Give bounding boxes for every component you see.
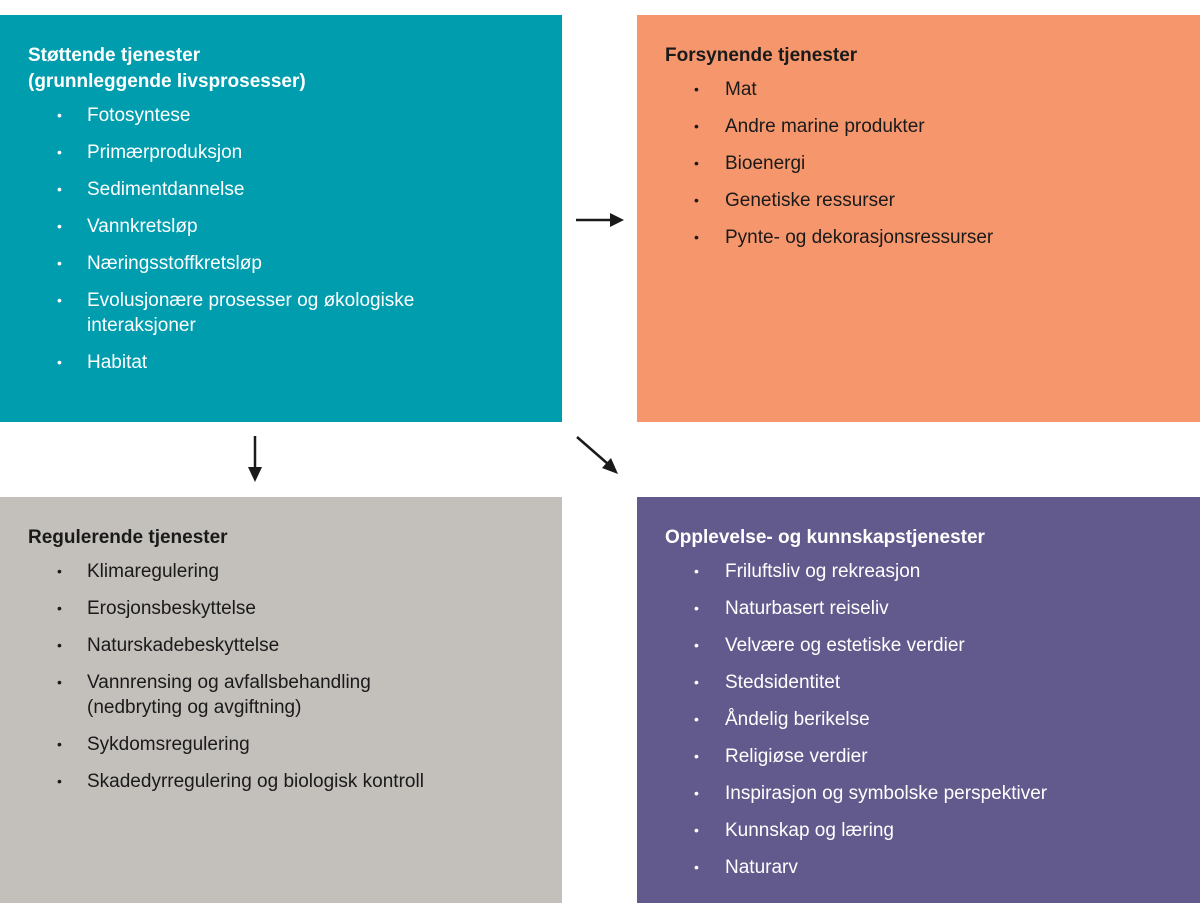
list-item: Erosjonsbeskyttelse [28,596,536,621]
list-item: Friluftsliv og rekreasjon [665,559,1174,584]
list-item: Naturskadebeskyttelse [28,633,536,658]
list-item: Naturarv [665,855,1174,880]
list-item: Sedimentdannelse [28,177,536,202]
arrow-down-icon [248,436,262,482]
regulating-services-box: Regulerende tjenester KlimareguleringEro… [0,497,562,903]
supporting-services-box: Støttende tjenester (grunnleggende livsp… [0,15,562,422]
list-item: Vannrensing og avfallsbehandling (nedbry… [28,670,536,720]
list-item: Klimaregulering [28,559,536,584]
list-item: Åndelig berikelse [665,707,1174,732]
list-item: Genetiske ressurser [665,188,1174,213]
provisioning-services-title: Forsynende tjenester [665,45,858,66]
cultural-services-box: Opplevelse- og kunnskapstjenester Friluf… [637,497,1200,903]
list-item: Stedsidentitet [665,670,1174,695]
list-item: Naturbasert reiseliv [665,596,1174,621]
provisioning-services-box: Forsynende tjenester MatAndre marine pro… [637,15,1200,422]
list-item: Pynte- og dekorasjonsressurser [665,225,1174,250]
cultural-services-list: Friluftsliv og rekreasjonNaturbasert rei… [665,559,1174,880]
list-item: Velvære og estetiske verdier [665,633,1174,658]
list-item: Andre marine produkter [665,114,1174,139]
list-item: Bioenergi [665,151,1174,176]
list-item: Vannkretsløp [28,214,536,239]
list-item: Mat [665,77,1174,102]
provisioning-services-list: MatAndre marine produkterBioenergiGeneti… [665,77,1174,250]
list-item: Sykdomsregulering [28,732,536,757]
list-item: Habitat [28,350,536,375]
list-item: Inspirasjon og symbolske perspektiver [665,781,1174,806]
arrow-right-icon [576,213,624,227]
list-item: Religiøse verdier [665,744,1174,769]
list-item: Næringsstoffkretsløp [28,251,536,276]
arrow-down-right-icon [576,436,618,474]
list-item: Fotosyntese [28,103,536,128]
cultural-services-title: Opplevelse- og kunnskapstjenester [665,527,985,548]
regulating-services-list: KlimareguleringErosjonsbeskyttelseNaturs… [28,559,536,794]
supporting-services-title: Støttende tjenester (grunnleggende livsp… [28,45,306,92]
supporting-services-list: FotosyntesePrimærproduksjonSedimentdanne… [28,103,536,375]
list-item: Primærproduksjon [28,140,536,165]
list-item: Evolusjonære prosesser og økologiske int… [28,288,536,338]
list-item: Kunnskap og læring [665,818,1174,843]
list-item: Skadedyrregulering og biologisk kontroll [28,769,536,794]
regulating-services-title: Regulerende tjenester [28,527,228,548]
